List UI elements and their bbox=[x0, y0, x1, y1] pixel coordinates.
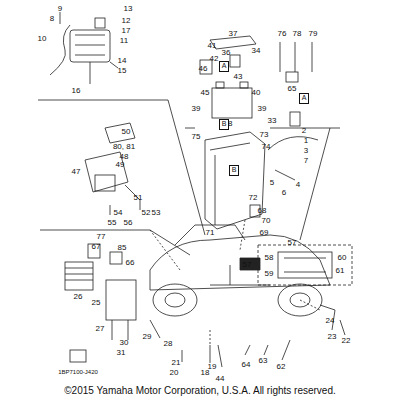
callout-number: 48 bbox=[120, 152, 129, 161]
callout-number: 12 bbox=[122, 16, 131, 25]
callout-number: 65 bbox=[288, 84, 297, 93]
callout-number: 73 bbox=[260, 130, 269, 139]
callout-number: 2 bbox=[302, 126, 306, 135]
callout-number: 80, 81 bbox=[113, 142, 135, 151]
callout-number: 36 bbox=[222, 48, 231, 57]
callout-number: 39 bbox=[192, 104, 201, 113]
callout-number: 52 bbox=[142, 208, 151, 217]
callout-number: 58 bbox=[265, 253, 274, 262]
callout-number: 77 bbox=[97, 232, 106, 241]
callout-number: 1 bbox=[304, 136, 308, 145]
callout-number: 56 bbox=[124, 218, 133, 227]
callout-number: 68 bbox=[258, 206, 267, 215]
callout-number: 57 bbox=[243, 260, 252, 269]
callout-number: 75 bbox=[192, 132, 201, 141]
callout-number: 42 bbox=[210, 54, 219, 63]
callout-number: 14 bbox=[118, 56, 127, 65]
callout-number: 28 bbox=[164, 339, 173, 348]
callout-number: 69 bbox=[260, 228, 269, 237]
callout-number: 9 bbox=[58, 4, 62, 13]
callout-number: 78 bbox=[293, 29, 302, 38]
callout-number: 30 bbox=[120, 338, 129, 347]
callout-number: 43 bbox=[234, 72, 243, 81]
callout-number: 11 bbox=[120, 36, 128, 45]
callout-number: 29 bbox=[143, 332, 152, 341]
callout-number: 8 bbox=[50, 14, 54, 23]
reference-letter-box: B bbox=[219, 119, 229, 130]
callout-number: 59 bbox=[265, 269, 274, 278]
callout-number: 46 bbox=[199, 64, 208, 73]
callout-number: 27 bbox=[96, 324, 105, 333]
callout-number: 57 bbox=[288, 238, 297, 247]
callout-number: 20 bbox=[170, 368, 179, 377]
callout-number: 4 bbox=[296, 180, 300, 189]
callout-number: 17 bbox=[122, 26, 131, 35]
callout-number: 41 bbox=[208, 41, 217, 50]
callout-number: 24 bbox=[326, 316, 335, 325]
callout-number: 21 bbox=[172, 358, 181, 367]
callout-number: 26 bbox=[74, 292, 83, 301]
callout-number: 79 bbox=[309, 29, 318, 38]
callout-number: 74 bbox=[262, 142, 271, 151]
callout-number: 7 bbox=[304, 156, 308, 165]
reference-letter: B bbox=[222, 120, 227, 128]
reference-letter: B bbox=[232, 166, 237, 174]
callout-number: 85 bbox=[118, 243, 127, 252]
callout-number: 76 bbox=[278, 29, 287, 38]
callout-number: 3 bbox=[304, 146, 308, 155]
callout-number: 70 bbox=[262, 216, 271, 225]
callout-number: 19 bbox=[208, 362, 217, 371]
callout-number: 53 bbox=[152, 208, 161, 217]
callout-number: 40 bbox=[252, 88, 261, 97]
callout-number: 33 bbox=[268, 116, 277, 125]
callout-number: 10 bbox=[38, 34, 47, 43]
callout-number: 37 bbox=[229, 29, 238, 38]
reference-letter: A bbox=[302, 94, 307, 102]
callout-number: 61 bbox=[336, 266, 345, 275]
callout-number: 55 bbox=[108, 218, 117, 227]
callout-number: 6 bbox=[282, 188, 286, 197]
callout-number: 54 bbox=[114, 208, 123, 217]
callout-number: 66 bbox=[126, 258, 135, 267]
callout-number: 49 bbox=[116, 160, 125, 169]
callout-number: 39 bbox=[258, 104, 267, 113]
callout-number: 72 bbox=[249, 193, 258, 202]
callout-number: 45 bbox=[201, 88, 210, 97]
callout-number: 67 bbox=[92, 242, 101, 251]
callout-number: 25 bbox=[92, 298, 101, 307]
callout-number: 31 bbox=[117, 348, 126, 357]
callout-number: 64 bbox=[242, 360, 251, 369]
callout-number: 71 bbox=[206, 228, 215, 237]
reference-letter-box: A bbox=[219, 61, 229, 72]
callout-number: 16 bbox=[72, 86, 81, 95]
callout-number: 47 bbox=[72, 167, 81, 176]
callout-number: 13 bbox=[124, 4, 133, 13]
reference-letter-box: A bbox=[299, 93, 309, 104]
callout-number: 60 bbox=[338, 253, 347, 262]
callout-number: 23 bbox=[328, 332, 337, 341]
callout-number: 22 bbox=[342, 336, 351, 345]
callout-number: 15 bbox=[118, 66, 127, 75]
drawing-code: 1BP7100-J420 bbox=[58, 368, 98, 377]
callout-number: 44 bbox=[216, 374, 225, 383]
callout-number: 5 bbox=[270, 178, 274, 187]
callout-number: 62 bbox=[277, 362, 286, 371]
callout-number: 50 bbox=[122, 127, 131, 136]
copyright-caption: ©2015 Yamaha Motor Corporation, U.S.A. A… bbox=[0, 385, 400, 397]
reference-letter-box: B bbox=[229, 165, 239, 176]
callout-number: 34 bbox=[252, 46, 261, 55]
callout-number: 51 bbox=[134, 193, 143, 202]
reference-letter: A bbox=[222, 62, 227, 70]
callout-number: 63 bbox=[259, 356, 268, 365]
